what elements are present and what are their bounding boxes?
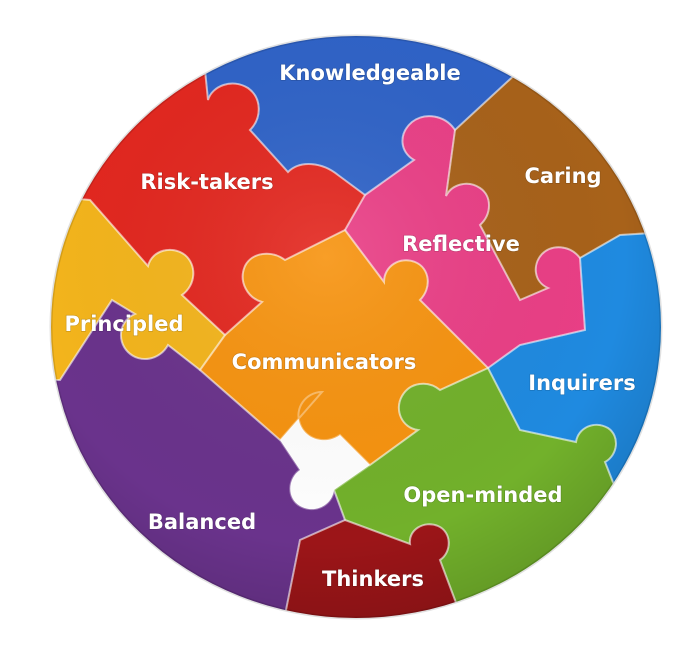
label-communicators: Communicators <box>232 350 417 374</box>
seam-open-minded <box>332 366 661 618</box>
label-balanced: Balanced <box>148 510 256 534</box>
label-thinkers: Thinkers <box>322 567 424 591</box>
piece-outlines <box>51 36 661 618</box>
seam-balanced <box>51 298 347 618</box>
label-knowledgeable: Knowledgeable <box>279 61 460 85</box>
seam-thinkers <box>278 518 472 618</box>
seam-communicators <box>198 228 490 467</box>
label-risk-takers: Risk-takers <box>140 170 273 194</box>
label-caring: Caring <box>524 164 601 188</box>
label-inquirers: Inquirers <box>528 371 635 395</box>
seam-reflective <box>343 115 587 370</box>
seam-principled <box>51 193 227 381</box>
label-open-minded: Open-minded <box>403 483 562 507</box>
seam-risk-takers <box>51 36 367 337</box>
label-principled: Principled <box>64 312 183 336</box>
seam-knowledgeable <box>198 36 521 197</box>
circle-rim <box>49 34 663 620</box>
piece-labels: Knowledgeable Caring Risk-takers Reflect… <box>64 60 636 591</box>
label-reflective: Reflective <box>402 232 520 256</box>
shading-overlay <box>51 36 661 618</box>
seam-caring <box>445 36 661 302</box>
